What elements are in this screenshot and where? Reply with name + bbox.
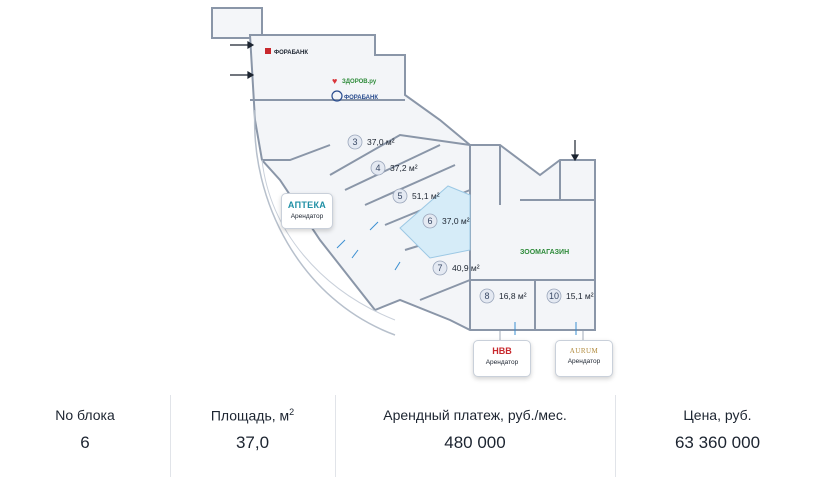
info-divider: [170, 395, 171, 477]
zoomagazin-label: ЗООМАГАЗИН: [520, 249, 569, 256]
tenant-apteka-role: Арендатор: [290, 213, 324, 220]
tenant-hbb-card[interactable]: HBB Арендатор: [473, 340, 531, 377]
info-block-value: 6: [80, 433, 90, 452]
forabank-label-top: ФОРАБАНК: [265, 48, 308, 56]
unit-badge-10[interactable]: 10 15,1 м²: [546, 288, 594, 304]
unit-3-number: 3: [352, 137, 357, 147]
info-price-header: Цена, руб.: [683, 407, 752, 423]
svg-text:ФОРАБАНК: ФОРАБАНК: [274, 50, 308, 56]
unit-7-area: 40,9 м²: [452, 263, 480, 273]
heart-icon: ♥: [332, 76, 337, 86]
info-col-rent: Арендный платеж, руб./мес. 480 000: [335, 385, 615, 485]
tenant-connectors: [499, 330, 584, 340]
floor-plan: 3 37,0 м² 4 37,2 м² 5 51,1 м² 6 37,0 м² …: [211, 7, 596, 340]
unit-badge-6[interactable]: 6 37,0 м²: [422, 213, 470, 229]
tenant-apteka-name: АПТЕКА: [287, 200, 327, 210]
unit-badge-3[interactable]: 3 37,0 м²: [347, 134, 395, 150]
unit-info-table: No блока 6 Площадь, м2 37,0 Арендный пла…: [0, 385, 820, 485]
info-area-value: 37,0: [235, 433, 270, 452]
unit-6-area: 37,0 м²: [442, 216, 470, 226]
unit-4-area: 37,2 м²: [390, 163, 418, 173]
info-rent-header: Арендный платеж, руб./мес.: [383, 407, 567, 423]
entrance-arrows: [230, 40, 580, 162]
unit-5-area: 51,1 м²: [412, 191, 440, 201]
info-area-header: Площадь, м2: [210, 407, 295, 424]
info-rent-value: 480 000: [444, 433, 506, 452]
unit-badge-8[interactable]: 8 16,8 м²: [479, 288, 527, 304]
info-col-block: No блока 6: [0, 385, 170, 485]
forabank-label-main: ФОРАБАНК: [331, 90, 378, 102]
info-divider: [615, 395, 616, 477]
forabank-logo-icon: [331, 90, 343, 102]
unit-badge-5[interactable]: 5 51,1 м²: [392, 188, 440, 204]
info-divider: [335, 395, 336, 477]
unit-3-area: 37,0 м²: [367, 137, 395, 147]
info-col-area: Площадь, м2 37,0: [170, 385, 335, 485]
zdorov-label: ♥ ЗДОРОВ.ру: [332, 76, 377, 86]
unit-4-number: 4: [375, 163, 380, 173]
tenant-aurum-card[interactable]: AURUM Арендатор: [555, 340, 613, 377]
unit-8-number: 8: [484, 291, 489, 301]
tenant-aurum-logo: AURUM: [569, 347, 599, 355]
blue-arrows: [336, 221, 577, 335]
tenant-apteka-card[interactable]: АПТЕКА Арендатор: [281, 193, 333, 229]
unit-5-number: 5: [397, 191, 402, 201]
unit-10-area: 15,1 м²: [566, 291, 594, 301]
info-price-value: 63 360 000: [674, 433, 761, 452]
info-block-header: No блока: [55, 407, 115, 423]
unit-7-number: 7: [437, 263, 442, 273]
info-col-price: Цена, руб. 63 360 000: [615, 385, 820, 485]
tenant-aurum-role: Арендатор: [567, 358, 601, 365]
unit-badge-4[interactable]: 4 37,2 м²: [370, 160, 418, 176]
unit-8-area: 16,8 м²: [499, 291, 527, 301]
svg-text:ЗДОРОВ.ру: ЗДОРОВ.ру: [342, 79, 377, 85]
svg-text:ФОРАБАНК: ФОРАБАНК: [344, 95, 378, 101]
unit-6-number: 6: [427, 216, 432, 226]
tenant-hbb-role: Арендатор: [485, 359, 519, 366]
unit-10-number: 10: [549, 291, 559, 301]
unit-badge-7[interactable]: 7 40,9 м²: [432, 260, 480, 276]
tenant-hbb-logo: HBB: [492, 346, 512, 356]
